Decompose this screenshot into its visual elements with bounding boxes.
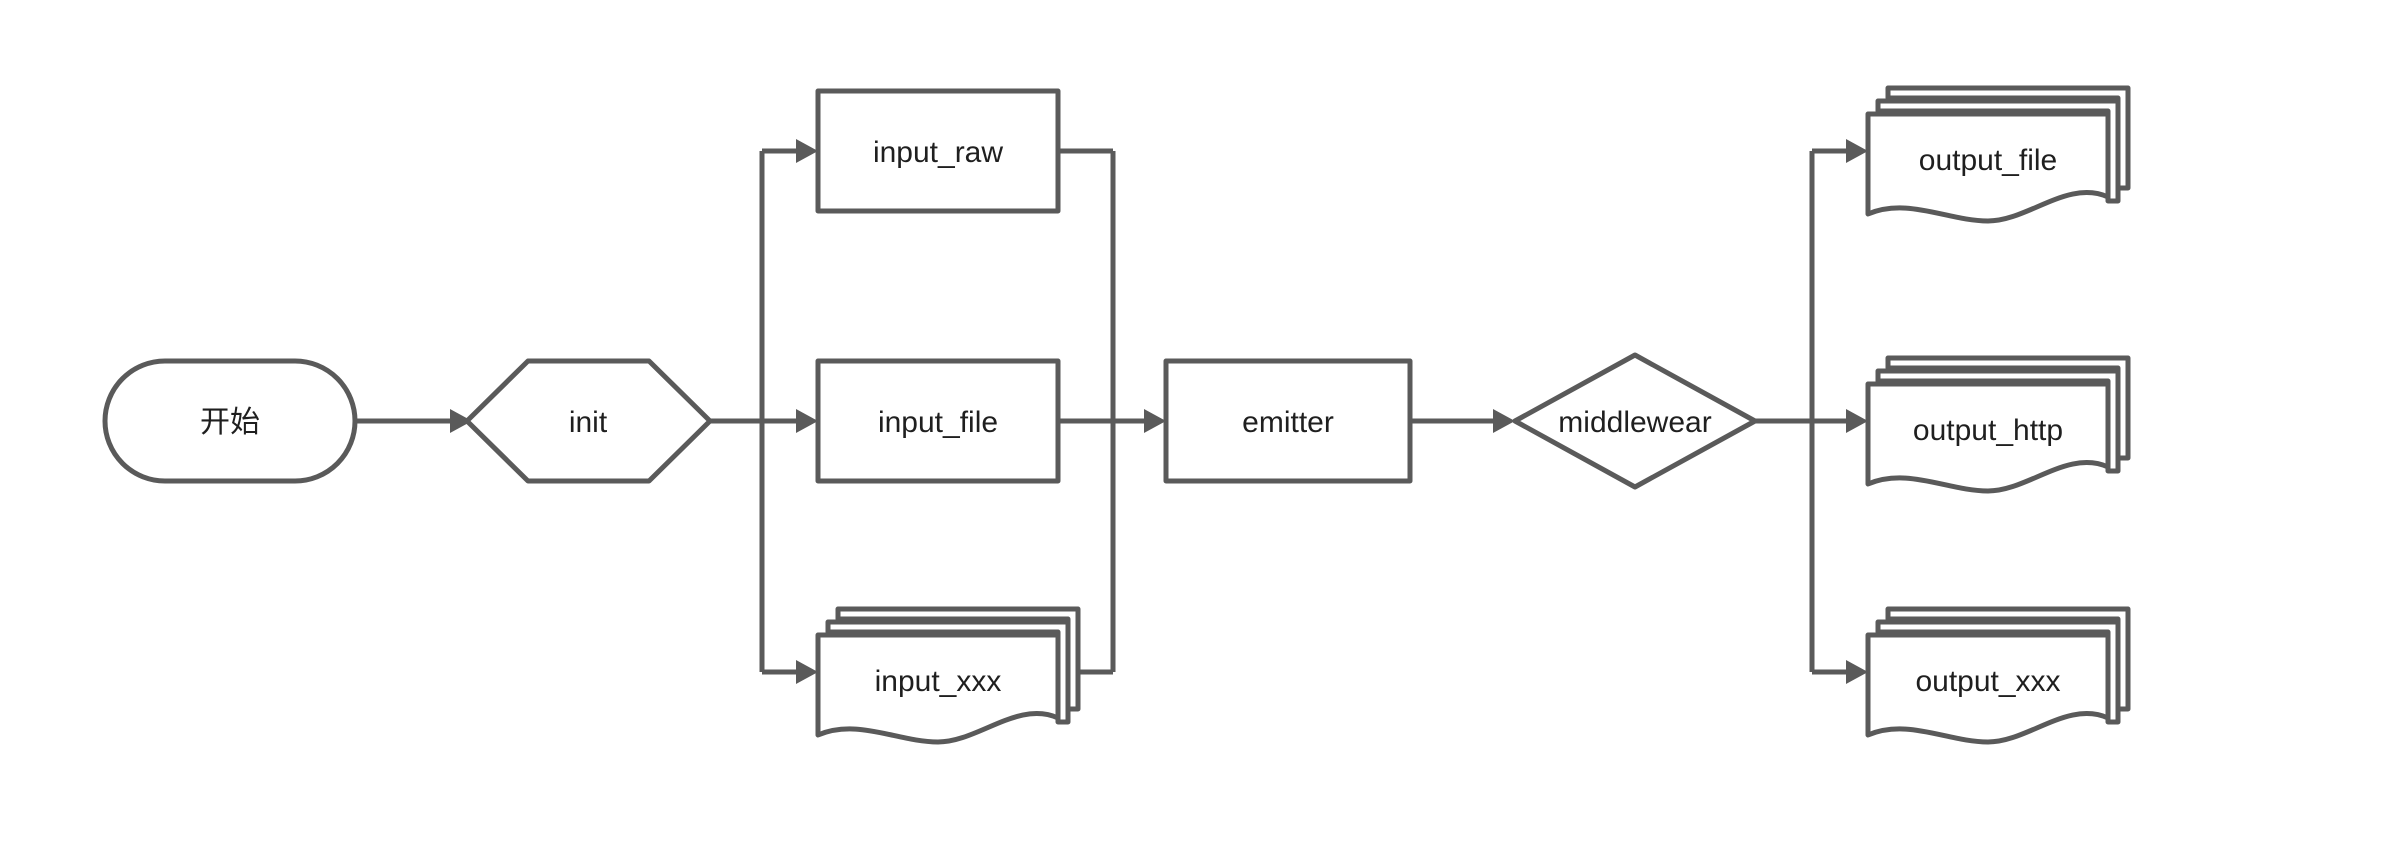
output-xxx-shape-back1 bbox=[1875, 619, 2121, 725]
start-shape bbox=[102, 358, 358, 484]
node-output-http[interactable]: output_http bbox=[1865, 355, 2131, 494]
output-xxx-shape-front bbox=[1865, 632, 2111, 745]
middlewear-shape bbox=[1512, 352, 1758, 490]
edge-start-to-init bbox=[355, 409, 472, 433]
emitter-shape bbox=[1163, 358, 1413, 484]
node-init[interactable]: init bbox=[464, 358, 713, 484]
input-xxx-shape-front bbox=[815, 632, 1061, 745]
input-raw-shape bbox=[815, 88, 1061, 214]
nodes-layer: 开始 init input_raw input_file bbox=[102, 85, 2131, 745]
output-file-shape-back1 bbox=[1875, 98, 2121, 204]
edge-emitter-to-middlewear bbox=[1410, 409, 1515, 433]
edge-init-to-input-raw bbox=[762, 139, 818, 163]
init-shape bbox=[464, 358, 713, 484]
output-http-shape-back1 bbox=[1875, 368, 2121, 474]
node-input-file[interactable]: input_file bbox=[815, 358, 1061, 484]
node-input-xxx[interactable]: input_xxx bbox=[815, 606, 1081, 745]
node-input-raw[interactable]: input_raw bbox=[815, 88, 1061, 214]
input-file-shape bbox=[815, 358, 1061, 484]
edge-middlewear-to-output-xxx bbox=[1812, 660, 1868, 684]
node-emitter[interactable]: emitter bbox=[1163, 358, 1413, 484]
node-output-xxx[interactable]: output_xxx bbox=[1865, 606, 2131, 745]
output-http-shape-front bbox=[1865, 381, 2111, 494]
edge-middlewear-to-output-http bbox=[1812, 409, 1868, 433]
edge-init-to-input-xxx bbox=[762, 660, 818, 684]
node-output-file[interactable]: output_file bbox=[1865, 85, 2131, 224]
input-xxx-shape-back1 bbox=[825, 619, 1071, 725]
edge-init-to-input-file bbox=[762, 409, 818, 433]
output-file-shape-front bbox=[1865, 111, 2111, 224]
edge-merge-to-emitter bbox=[1058, 409, 1166, 433]
node-middlewear[interactable]: middlewear bbox=[1512, 352, 1758, 490]
node-start[interactable]: 开始 bbox=[102, 358, 358, 484]
edge-middlewear-to-output-file bbox=[1812, 139, 1868, 163]
